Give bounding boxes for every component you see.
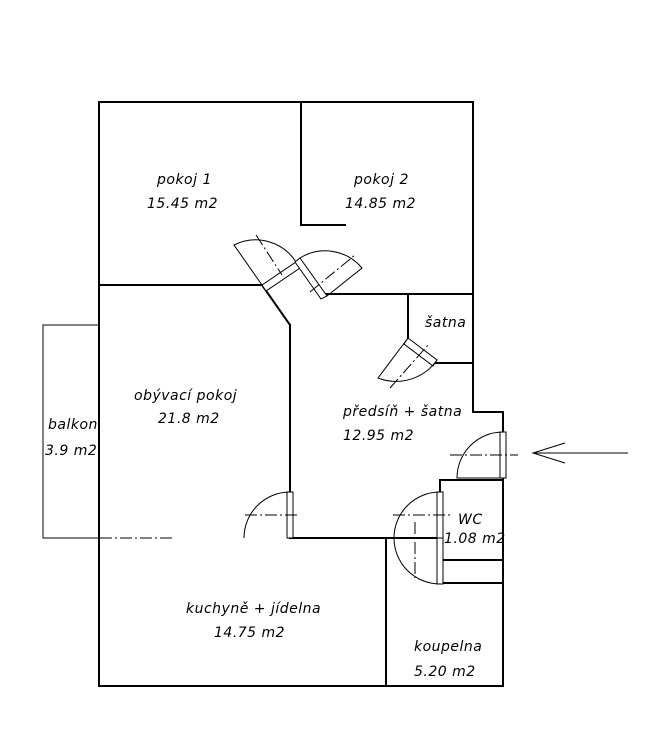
room-area-balkon: 3.9 m2 <box>45 443 97 459</box>
room-area-koupelna: 5.20 m2 <box>414 664 476 680</box>
door-koupelna <box>393 522 444 585</box>
door-entrance <box>450 431 518 479</box>
room-area-pokoj2: 14.85 m2 <box>345 196 416 212</box>
room-label-obyvaci: obývací pokoj <box>134 388 237 404</box>
room-area-obyvaci: 21.8 m2 <box>158 411 220 427</box>
door-obyvaci <box>243 491 300 539</box>
door-wc <box>393 491 450 539</box>
room-label-satna: šatna <box>425 315 466 331</box>
room-area-kuchyne: 14.75 m2 <box>214 625 285 641</box>
room-label-wc: WC <box>458 512 483 528</box>
door-satna <box>377 337 438 389</box>
room-label-pokoj1: pokoj 1 <box>156 172 212 188</box>
room-label-koupelna: koupelna <box>414 639 482 655</box>
room-area-predsin: 12.95 m2 <box>343 428 414 444</box>
door-pokoj2 <box>294 250 363 300</box>
entrance-arrow-icon <box>531 442 628 464</box>
balcony-outline <box>42 324 175 539</box>
outer-walls <box>98 101 504 687</box>
room-label-kuchyne: kuchyně + jídelna <box>186 601 321 617</box>
door-pokoj1 <box>233 234 301 292</box>
room-area-wc: 1.08 m2 <box>444 531 506 547</box>
room-area-pokoj1: 15.45 m2 <box>147 196 218 212</box>
room-label-predsin: předsíň + šatna <box>342 404 462 420</box>
room-label-pokoj2: pokoj 2 <box>353 172 409 188</box>
room-label-balkon: balkon <box>48 417 98 433</box>
